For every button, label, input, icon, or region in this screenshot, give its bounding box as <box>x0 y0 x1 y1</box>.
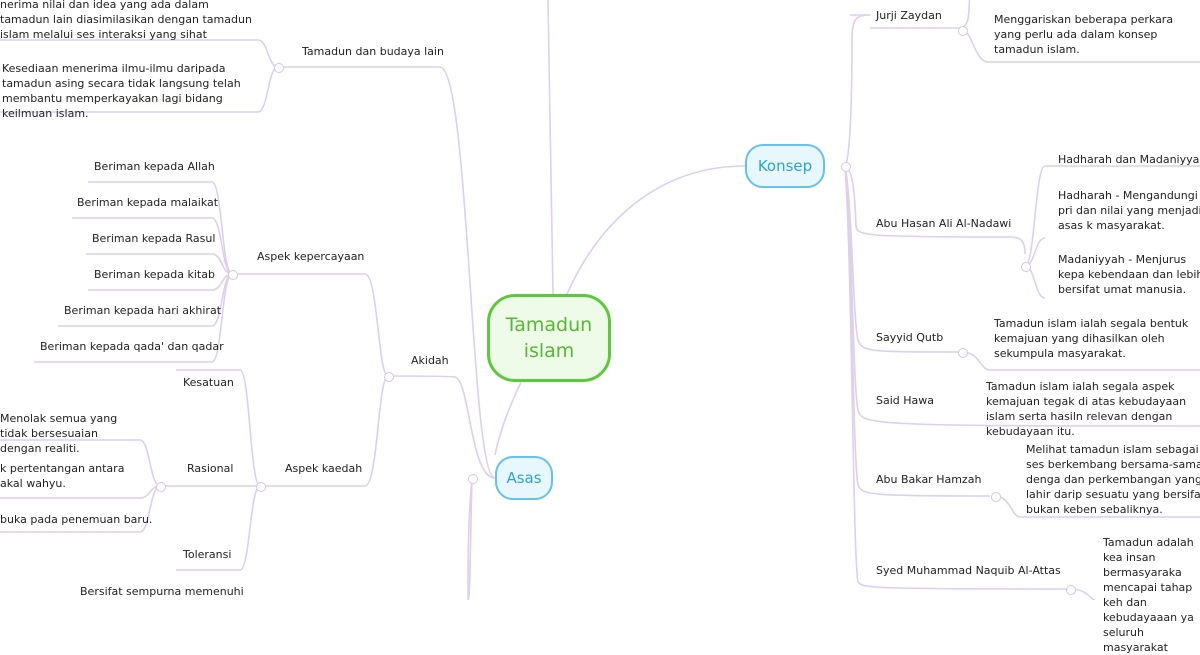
note-nadawi-2[interactable]: Hadharah - Mengandungi pri dan nilai yan… <box>1058 189 1200 232</box>
note-tamadun-lain-1[interactable]: nerima nilai dan idea yang ada dalam tam… <box>0 0 252 41</box>
note-syariah-partial[interactable]: Bersifat sempurna memenuhi <box>80 585 244 598</box>
node-aspek-kaedah[interactable]: Aspek kaedah <box>285 462 363 475</box>
knot-akidah[interactable] <box>384 372 394 382</box>
node-aspek-kepercayaan[interactable]: Aspek kepercayaan <box>257 250 365 263</box>
knot-kaedah[interactable] <box>256 482 266 492</box>
link-root-top <box>547 0 554 295</box>
item-kepercayaan-3[interactable]: Beriman kepada Rasul <box>92 232 216 245</box>
knot-attas[interactable] <box>1066 585 1076 595</box>
branch-asas-label: Asas <box>506 469 542 487</box>
link-konsep-trunk <box>844 14 871 167</box>
note-hamzah[interactable]: Melihat tamadun islam sebagai ses berkem… <box>1026 443 1200 516</box>
branch-konsep-label: Konsep <box>757 157 813 175</box>
node-qutb[interactable]: Sayyid Qutb <box>876 331 944 344</box>
note-hawa[interactable]: Tamadun islam ialah segala aspek kemajua… <box>986 380 1187 438</box>
knot-rasional[interactable] <box>156 482 166 492</box>
root-label: Tamadun islam <box>505 314 593 362</box>
knot-kepercayaan[interactable] <box>228 270 238 280</box>
node-rasional[interactable]: Rasional <box>187 462 234 475</box>
note-tamadun-lain-2[interactable]: Kesediaan menerima ilmu-ilmu daripada ta… <box>2 62 241 120</box>
note-qutb[interactable]: Tamadun islam ialah segala bentuk kemaju… <box>994 317 1189 360</box>
root-node[interactable]: Tamadun islam <box>487 294 611 382</box>
node-akidah[interactable]: Akidah <box>411 354 449 367</box>
branch-konsep[interactable]: Konsep <box>745 144 825 188</box>
node-attas[interactable]: Syed Muhammad Naquib Al-Attas <box>876 564 1061 577</box>
node-hawa[interactable]: Said Hawa <box>876 394 935 407</box>
knot-jurji[interactable] <box>958 26 968 36</box>
node-tamadun-budaya-lain[interactable]: Tamadun dan budaya lain <box>302 45 444 58</box>
link-root-asas <box>494 379 523 456</box>
knot-nadawi[interactable] <box>1021 262 1031 272</box>
link-asas-down <box>467 477 473 600</box>
link-asas-akidah <box>387 375 496 479</box>
link-asas-tamadun <box>278 66 496 479</box>
note-rasional-1[interactable]: Menolak semua yang tidak bersesuaian den… <box>0 412 118 455</box>
knot-hamzah[interactable] <box>991 492 1001 502</box>
item-kepercayaan-2[interactable]: Beriman kepada malaikat <box>77 196 219 209</box>
note-attas[interactable]: Tamadun adalah kea insan bermasyaraka me… <box>1103 536 1194 654</box>
link-root-konsep <box>566 165 746 295</box>
item-kepercayaan-6[interactable]: Beriman kepada qada' dan qadar <box>40 340 224 353</box>
note-jurji[interactable]: Menggariskan beberapa perkara yang perlu… <box>994 13 1174 56</box>
note-nadawi-3[interactable]: Madaniyyah - Menjurus kepa kebendaan dan… <box>1058 253 1200 296</box>
node-jurji-zaydan[interactable]: Jurji Zaydan <box>876 9 942 22</box>
note-nadawi-1[interactable]: Hadharah dan Madaniyyah <box>1058 153 1200 166</box>
knot-qutb[interactable] <box>958 348 968 358</box>
knot-tamadun-lain[interactable] <box>274 63 284 73</box>
item-kepercayaan-4[interactable]: Beriman kepada kitab <box>94 268 215 281</box>
item-kesatuan[interactable]: Kesatuan <box>183 376 234 389</box>
knot-konsep[interactable] <box>841 162 851 172</box>
item-toleransi[interactable]: Toleransi <box>183 548 232 561</box>
item-kepercayaan-1[interactable]: Beriman kepada Allah <box>94 160 215 173</box>
note-rasional-3[interactable]: buka pada penemuan baru. <box>0 513 153 526</box>
branch-asas[interactable]: Asas <box>495 456 553 500</box>
node-nadawi[interactable]: Abu Hasan Ali Al-Nadawi <box>876 217 1012 230</box>
node-hamzah[interactable]: Abu Bakar Hamzah <box>876 473 982 486</box>
knot-asas[interactable] <box>468 474 478 484</box>
item-kepercayaan-5[interactable]: Beriman kepada hari akhirat <box>64 304 222 317</box>
note-rasional-2[interactable]: k pertentangan antara akal wahyu. <box>0 462 125 490</box>
